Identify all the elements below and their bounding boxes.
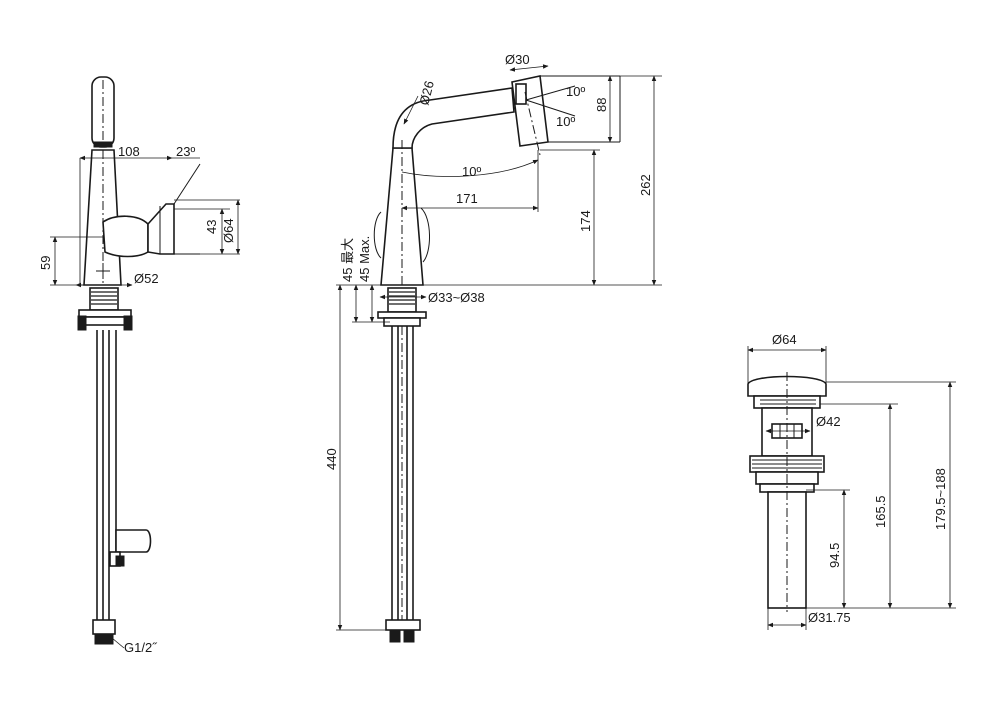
dim-174: 174 (578, 210, 593, 232)
dim-440: 440 (324, 448, 339, 470)
dim-45-cn: 45 最大 (340, 238, 355, 282)
dim-88: 88 (594, 98, 609, 112)
side-thread (89, 287, 119, 311)
dim-drain-d64: Ø64 (772, 332, 797, 347)
dim-d26: Ø26 (416, 79, 437, 106)
front-spout-tube (392, 87, 515, 149)
side-view: 108 23º 43 Ø64 59 Ø52 G1/2˝ (38, 76, 241, 655)
dim-drain-165-5: 165.5 (873, 495, 888, 528)
dim-108: 108 (118, 144, 140, 159)
dim-g12: G1/2˝ (124, 640, 158, 655)
dim-10-deg-arc: 10º (462, 164, 481, 179)
dim-drain-94-5: 94.5 (827, 543, 842, 568)
drain-cap (747, 375, 827, 397)
dim-drain-d42: Ø42 (816, 414, 841, 429)
dim-d33-d38: Ø33~Ø38 (428, 290, 485, 305)
dim-45-max: 45 Max. (357, 236, 372, 282)
dim-d64-side: Ø64 (221, 218, 236, 243)
front-view: Ø26 Ø30 10º 10º 88 10º 171 174 262 45 最大… (324, 52, 662, 643)
side-spout-head (147, 203, 175, 255)
drain-view: Ø64 Ø42 179.5~188 165.5 94.5 Ø31.75 (747, 332, 956, 630)
dim-10-deg-top: 10º (566, 84, 585, 99)
dim-262: 262 (638, 174, 653, 196)
dim-drain-d31-75: Ø31.75 (808, 610, 851, 625)
dim-43: 43 (204, 220, 219, 234)
dim-59: 59 (38, 256, 53, 270)
dim-10-deg-mid: 10º (556, 114, 575, 129)
dim-d30: Ø30 (505, 52, 530, 67)
dim-d52: Ø52 (134, 271, 159, 286)
dim-23-deg: 23º (176, 144, 195, 159)
dim-171: 171 (456, 191, 478, 206)
dim-drain-179-188: 179.5~188 (933, 468, 948, 530)
